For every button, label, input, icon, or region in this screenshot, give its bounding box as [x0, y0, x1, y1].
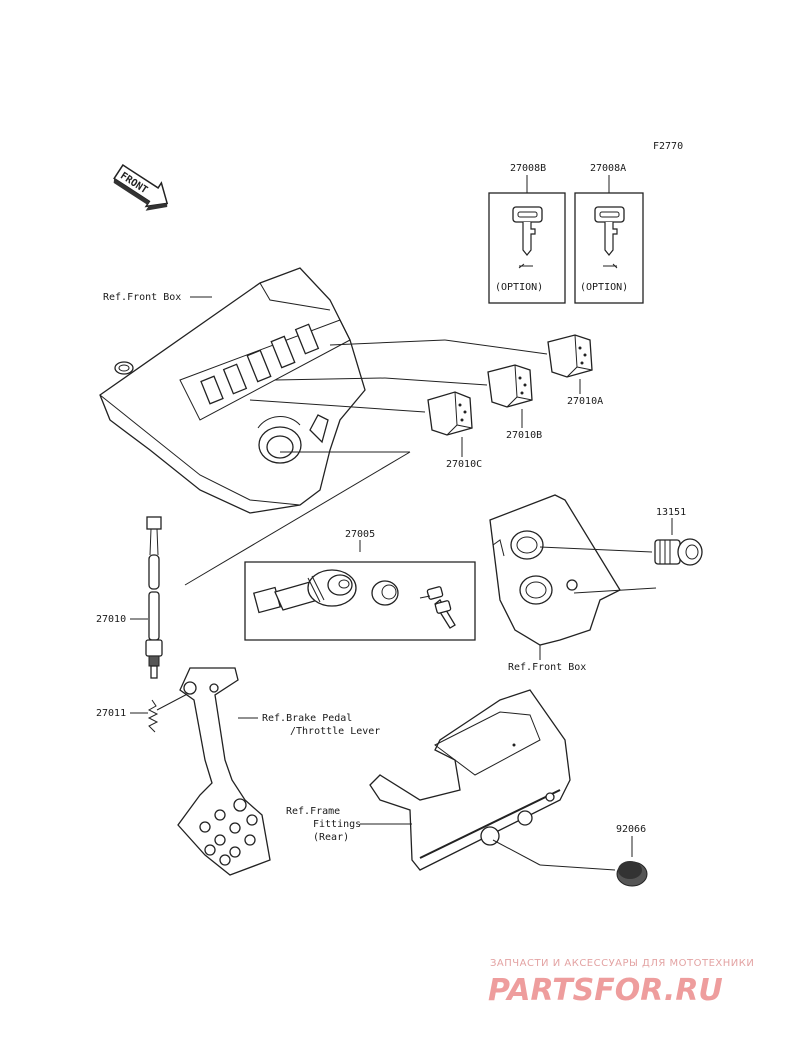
harness-label: 27010	[96, 614, 126, 625]
rocker-switch-27010a	[547, 334, 593, 378]
socket-13151	[654, 538, 703, 566]
ref-front-box-top: Ref.Front Box	[103, 292, 181, 303]
key-set-icon	[419, 586, 456, 629]
watermark-logo: PARTSFOR.RU	[488, 973, 723, 1008]
key-b-note: (OPTION)	[495, 282, 543, 293]
ignition-label: 27005	[345, 529, 375, 540]
key-a-icon	[594, 206, 625, 269]
switch-b-label: 27010B	[506, 430, 542, 441]
ref-frame-2: Fittings	[313, 819, 361, 830]
front-arrow-icon: FRONT	[113, 164, 169, 211]
spring-27011	[147, 699, 159, 733]
key-box-27008b: 27008B (OPTION)	[488, 163, 566, 304]
ignition-switch-27005	[252, 569, 357, 614]
figure-code: F2770	[653, 141, 683, 152]
rocker-switch-27010b	[487, 364, 533, 408]
front-box-bottom	[489, 494, 621, 646]
switch-a-label: 27010A	[567, 396, 603, 407]
key-b-icon	[512, 206, 543, 269]
brake-pedal	[177, 667, 271, 876]
watermark-tagline: ЗАПЧАСТИ И АКСЕССУАРЫ ДЛЯ МОТОТЕХНИКИ	[490, 958, 754, 969]
cap-92066	[616, 861, 648, 887]
key-a-note: (OPTION)	[580, 282, 628, 293]
key-b-label: 27008B	[510, 163, 546, 174]
front-box-panel	[99, 267, 366, 514]
switch-harness-27010	[145, 516, 163, 679]
key-a-label: 27008A	[590, 163, 626, 174]
frame-fittings	[369, 689, 571, 871]
ref-brake-pedal-1: Ref.Brake Pedal	[262, 713, 352, 724]
cap-label: 92066	[616, 824, 646, 835]
ref-frame-1: Ref.Frame	[286, 806, 340, 817]
ref-front-box-bottom: Ref.Front Box	[508, 662, 586, 673]
rocker-switch-27010c	[427, 391, 473, 436]
socket-label: 13151	[656, 507, 686, 518]
nut-icon	[371, 580, 399, 606]
switch-c-label: 27010C	[446, 459, 482, 470]
ref-brake-pedal-2: /Throttle Lever	[290, 726, 380, 737]
key-box-27008a: 27008A (OPTION)	[574, 163, 644, 304]
spring-label: 27011	[96, 708, 126, 719]
ref-frame-3: (Rear)	[313, 832, 349, 843]
